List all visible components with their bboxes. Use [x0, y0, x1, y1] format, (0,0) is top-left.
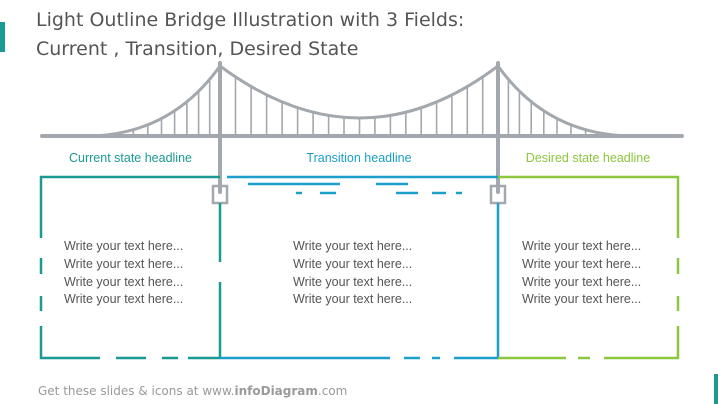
text-placeholder-line: Write your text here...: [64, 239, 184, 253]
field-transition-text: Write your text here... Write your text …: [293, 238, 412, 309]
accent-bar-right: [714, 374, 718, 404]
field-desired-outline: [498, 175, 680, 360]
text-placeholder-line: Write your text here...: [64, 292, 184, 307]
text-placeholder-line: Write your text here...: [293, 256, 413, 271]
footer-credit: Get these slides & icons at www.infoDiag…: [38, 384, 347, 398]
text-placeholder-line: Write your text here...: [64, 256, 184, 271]
text-placeholder-line: Write your text here...: [522, 239, 642, 253]
text-placeholder-line: Write your text here...: [293, 239, 413, 253]
text-placeholder-line: Write your text here...: [522, 256, 642, 271]
main-cable-left: [84, 64, 222, 138]
field-transition-outline: [220, 175, 500, 360]
text-placeholder-line: Write your text here...: [64, 274, 184, 289]
footer-prefix: Get these slides & icons at www.: [38, 384, 235, 398]
slide-title: Light Outline Bridge Illustration with 3…: [36, 6, 464, 64]
main-cable-center: [218, 64, 500, 120]
text-placeholder-line: Write your text here...: [293, 292, 413, 307]
footer-suffix: .com: [317, 384, 348, 398]
text-placeholder-line: Write your text here...: [293, 274, 413, 289]
headline-current-state: Current state headline: [69, 151, 192, 165]
field-current-text: Write your text here... Write your text …: [64, 238, 183, 309]
headline-desired-state: Desired state headline: [525, 151, 651, 165]
bridge-hangers: [132, 76, 587, 136]
footer-brand: infoDiagram: [234, 384, 318, 398]
bridge-structure: [40, 61, 684, 205]
field-current-outline: [39, 175, 222, 360]
text-placeholder-line: Write your text here...: [522, 292, 642, 307]
headline-transition: Transition headline: [306, 151, 412, 165]
text-placeholder-line: Write your text here...: [522, 274, 642, 289]
main-cable-right: [496, 64, 636, 138]
slide-title-line-1: Light Outline Bridge Illustration with 3…: [36, 9, 465, 31]
field-desired-text: Write your text here... Write your text …: [522, 238, 641, 309]
slide-title-line-2: Current , Transition, Desired State: [36, 38, 359, 60]
accent-bar-left: [0, 22, 5, 52]
